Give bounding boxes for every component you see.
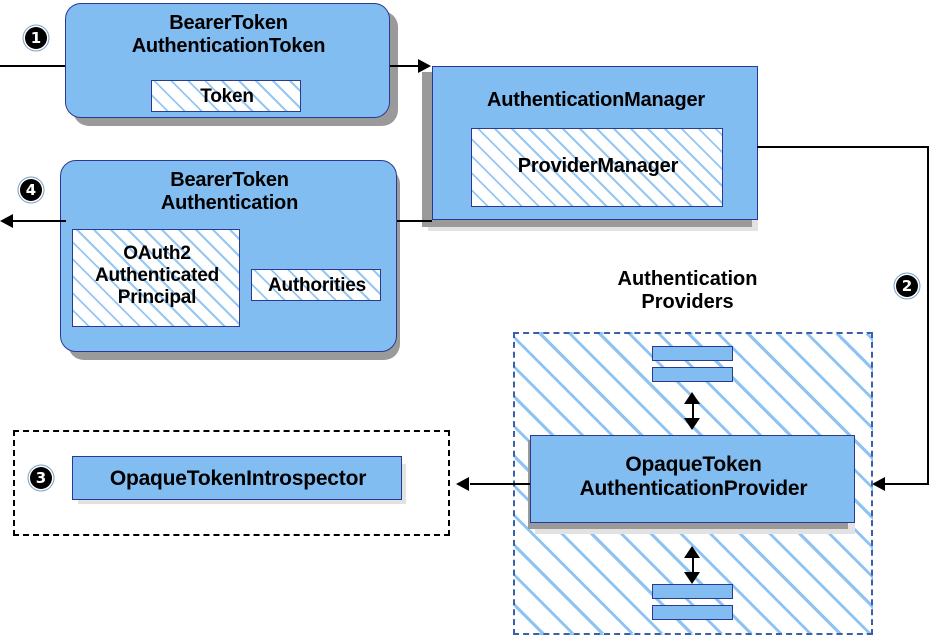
token-inner-label: Token — [200, 86, 254, 107]
authorities-label: Authorities — [267, 275, 367, 296]
provider-bar-top-2 — [652, 367, 733, 382]
provider-arrow-bottom-shaft — [692, 550, 694, 576]
token-to-manager-arrowhead — [418, 59, 431, 73]
bearer-token-authentication-box[interactable]: BearerToken Authentication OAuth2 Authen… — [60, 160, 397, 352]
opaque-token-introspector-container — [13, 430, 450, 536]
token-to-manager-line — [390, 65, 422, 67]
authentication-manager-title: AuthenticationManager — [486, 89, 706, 111]
opaque-token-authentication-provider-title: OpaqueToken AuthenticationProvider — [579, 453, 808, 501]
incoming-request-line — [0, 65, 66, 67]
opaque-token-authentication-provider-box[interactable]: OpaqueToken AuthenticationProvider — [530, 435, 855, 523]
provider-bar-bottom-1 — [652, 584, 733, 599]
provider-manager-inner-box[interactable]: ProviderManager — [471, 128, 723, 207]
step-3-badge: 3 — [30, 467, 52, 489]
bearer-token-authentication-token-box[interactable]: BearerToken AuthenticationToken Token — [65, 3, 390, 118]
manager-to-provider-line-right — [927, 146, 929, 483]
provider-arrow-top-down — [684, 418, 700, 430]
opaque-token-introspector-title: OpaqueTokenIntrospector — [109, 467, 367, 490]
authorities-box[interactable]: Authorities — [251, 269, 381, 301]
manager-to-provider-line-top — [757, 146, 929, 148]
outgoing-response-arrowhead — [0, 214, 13, 228]
manager-to-provider-arrowhead — [872, 477, 885, 491]
authentication-providers-label: Authentication Providers — [617, 268, 758, 314]
step-2-badge: 2 — [896, 275, 918, 297]
provider-to-introspector-arrowhead — [456, 477, 469, 491]
provider-arrow-top-shaft — [692, 396, 694, 422]
manager-to-authentication-line — [397, 220, 432, 222]
oauth2-authenticated-principal-label: OAuth2 Authenticated Principal — [94, 243, 220, 309]
provider-to-introspector-line — [470, 483, 530, 485]
outgoing-response-line — [10, 220, 66, 222]
bearer-token-authentication-token-title: BearerToken AuthenticationToken — [131, 12, 326, 58]
step-1-badge: 1 — [25, 27, 47, 49]
manager-to-provider-line-bottom — [885, 483, 929, 485]
bearer-token-authentication-title: BearerToken Authentication — [160, 169, 299, 215]
step-4-badge: 4 — [20, 179, 42, 201]
oauth2-authenticated-principal-box[interactable]: OAuth2 Authenticated Principal — [72, 229, 240, 327]
provider-bar-bottom-2 — [652, 605, 733, 620]
authentication-manager-box[interactable]: AuthenticationManager ProviderManager — [432, 66, 758, 220]
token-inner-box[interactable]: Token — [151, 80, 301, 112]
opaque-token-introspector-box[interactable]: OpaqueTokenIntrospector — [72, 456, 402, 500]
provider-bar-top-1 — [652, 346, 733, 361]
provider-manager-label: ProviderManager — [517, 155, 679, 177]
provider-arrow-bottom-down — [684, 572, 700, 584]
